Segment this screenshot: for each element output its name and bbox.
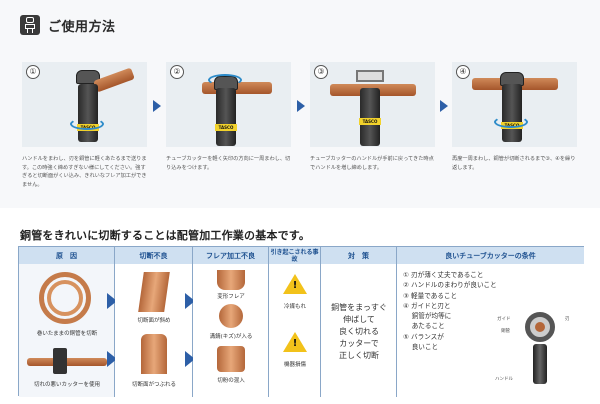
cause-coiled-pipe: 巻いたままの銅管を切断 (36, 331, 98, 337)
header-accident: 引き起こされる事故 (269, 247, 321, 264)
label-pipe: 銅管 (501, 329, 510, 334)
label-guide: ガイド (497, 317, 511, 322)
label-handle: ハンドル (495, 377, 513, 382)
header-measure: 対 策 (321, 247, 397, 264)
copper-pipe (27, 358, 107, 366)
copper-pipe (93, 67, 135, 93)
arrow-right-icon (107, 351, 117, 367)
step-1: ① TASCO ハンドルをまわし、刃を銅管に軽くあたるまで送ります。この時強く締… (22, 62, 147, 189)
rotation-arrow-icon (208, 74, 242, 86)
deformed-flare-icon (217, 270, 245, 290)
slanted-cut-tube (138, 272, 170, 312)
tube-cutter (360, 88, 380, 146)
usage-section: ご使用方法 ① TASCO ハンドルをまわし、刃を銅管に軽くあたるまで送ります。… (20, 15, 577, 189)
step-2: ② TASCO チューブカッターを軽く矢印の方向に一周まわし、切り込みをつけます… (166, 62, 291, 172)
cutting-defect-table: 原 因 切断不良 フレア加工不良 引き起こされる事故 対 策 良いチューブカッタ… (18, 246, 584, 397)
step-1-caption: ハンドルをまわし、刃を銅管に軽くあたるまで送ります。この時強く締めすぎない様にし… (22, 156, 147, 188)
defect-slanted: 切断面が斜め (137, 318, 171, 324)
step-3-caption: チューブカッターのハンドルが手前に戻ってきた時点でハンドルを増し締めします。 (310, 156, 434, 171)
crushed-cut-tube (141, 334, 167, 374)
cutter-handle (533, 344, 547, 384)
step-4-illustration: ④ TASCO (452, 62, 577, 147)
tube-cutter (78, 84, 98, 142)
step-3-number: ③ (314, 65, 328, 79)
step-1-illustration: ① TASCO (22, 62, 147, 147)
rotation-arrow-icon (494, 116, 528, 128)
defect-crushed: 切断面がつぶれる (131, 382, 176, 388)
tube-cutter (53, 348, 67, 374)
warning-icon (283, 332, 307, 352)
measure-column: 銅管をまっすぐ 伸ばして 良く切れる カッターで 正しく切断 (321, 264, 397, 397)
header-cut-defect: 切断不良 (115, 247, 193, 264)
arrow-right-icon (185, 293, 195, 309)
arrow-right-icon (297, 100, 305, 112)
header-cause: 原 因 (19, 247, 115, 264)
scratched-flare-icon (219, 304, 243, 328)
cutter-knob (356, 70, 384, 82)
defect-chips: 切粉の混入 (217, 378, 245, 384)
coiled-pipe-icon (39, 272, 91, 324)
header-conditions: 良いチューブカッターの条件 (397, 247, 584, 264)
measure-text: 銅管をまっすぐ 伸ばして 良く切れる カッターで 正しく切断 (331, 303, 387, 360)
accident-column: ! 冷媒もれ ! 機器損傷 (269, 264, 321, 397)
usage-title: ご使用方法 (48, 19, 116, 35)
header-flare-defect: フレア加工不良 (193, 247, 269, 264)
step-3-illustration: ③ TASCO (310, 62, 435, 147)
defect-scratch: 溝錆(キズ)が入る (209, 334, 253, 340)
step-2-illustration: ② TASCO (166, 62, 291, 147)
arrow-right-icon (440, 100, 448, 112)
cause-dull-cutter: 切れの悪いカッターを使用 (33, 382, 100, 388)
conditions-list: ① 刃が薄く丈夫であること ② ハンドルのまわりが良いこと ③ 軽量であること … (403, 271, 497, 352)
usage-title-row: ご使用方法 (20, 15, 116, 35)
accident-equipment-damage: 機器損傷 (283, 362, 306, 368)
chips-flare-icon (217, 346, 245, 372)
brand-label: TASCO (215, 124, 237, 131)
cause-column: 巻いたままの銅管を切断 切れの悪いカッターを使用 (19, 264, 115, 397)
cutting-basics-title: 銅管をきれいに切断することは配管加工作業の基本です。 (20, 229, 311, 242)
arrow-right-icon (185, 351, 195, 367)
step-1-number: ① (26, 65, 40, 79)
tube-cutter (502, 84, 522, 142)
step-3: ③ TASCO チューブカッターのハンドルが手前に戻ってきた時点でハンドルを増し… (310, 62, 435, 172)
arrow-right-icon (107, 293, 117, 309)
step-2-caption: チューブカッターを軽く矢印の方向に一周まわし、切り込みをつけます。 (166, 156, 291, 171)
arrow-right-icon (153, 100, 161, 112)
step-4-caption: 再度一周まわし、銅管が切断されるまで③、④を繰り返します。 (452, 156, 576, 171)
rotation-arrow-icon (70, 118, 104, 130)
robot-icon (20, 15, 40, 35)
cut-defect-column: 切断面が斜め 切断面がつぶれる (115, 264, 193, 397)
accident-refrigerant-leak: 冷媒もれ (283, 304, 306, 310)
flare-defect-column: 変形フレア 溝錆(キズ)が入る 切粉の混入 (193, 264, 269, 397)
defect-deformed-flare: 変形フレア (217, 294, 245, 300)
label-blade: 刃 (565, 317, 570, 322)
brand-label: TASCO (359, 118, 381, 125)
step-2-number: ② (170, 65, 184, 79)
step-4-number: ④ (456, 65, 470, 79)
tube-cutter (216, 88, 236, 146)
warning-icon (283, 274, 307, 294)
step-4: ④ TASCO 再度一周まわし、銅管が切断されるまで③、④を繰り返します。 (452, 62, 577, 172)
conditions-column: ① 刃が薄く丈夫であること ② ハンドルのまわりが良いこと ③ 軽量であること … (397, 264, 584, 397)
pipe-cross-section (535, 322, 545, 332)
